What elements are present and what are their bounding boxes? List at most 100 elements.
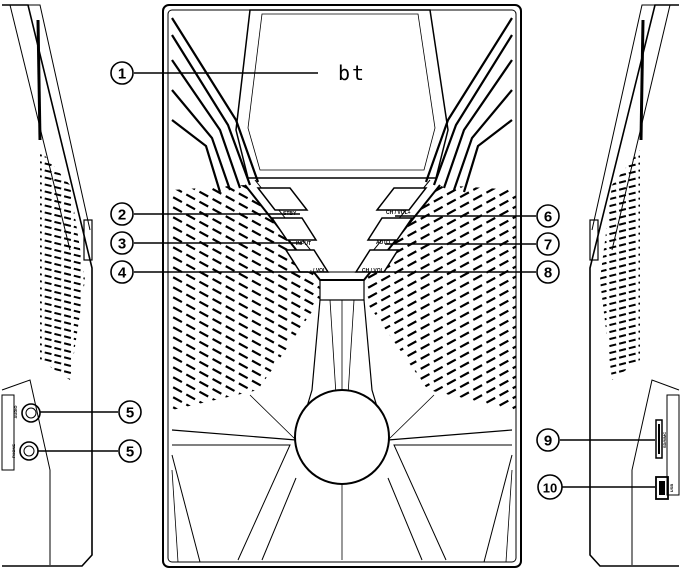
callout-3-number: 3 xyxy=(118,236,126,253)
side-grille-slot xyxy=(40,223,85,240)
grille-slot xyxy=(172,185,320,235)
side-grille-slot xyxy=(40,335,85,352)
side-grille-slot xyxy=(40,174,85,191)
side-grille-slot xyxy=(600,195,640,212)
side-grille-slot xyxy=(35,392,95,407)
grille-slot xyxy=(172,329,320,410)
side-grille-slot xyxy=(40,167,85,184)
grille-slot xyxy=(172,389,320,410)
side-grille-slot xyxy=(600,342,640,359)
side-grille-slot xyxy=(600,279,640,296)
grille-slot xyxy=(172,259,320,355)
grille-slot xyxy=(365,270,516,366)
callout-5-audio: 5 xyxy=(118,400,142,424)
sd-card-slot[interactable] xyxy=(655,419,663,459)
side-grille-slot xyxy=(600,321,640,338)
right-side-panel xyxy=(589,4,680,567)
callout-2: 2 xyxy=(110,202,134,226)
callout-7: 7 xyxy=(536,232,560,256)
callout-8: 8 xyxy=(536,260,560,284)
ch-vol-minus-button[interactable] xyxy=(354,249,400,273)
side-grille-slot xyxy=(600,377,640,380)
grille-slot xyxy=(365,320,516,410)
side-grille-slot xyxy=(40,314,85,331)
callout-5b-number: 5 xyxy=(126,444,134,461)
input-button-label: INPUT xyxy=(296,241,311,247)
audio-jack-label: AUDIO xyxy=(13,406,18,419)
vol-minus-button[interactable] xyxy=(284,249,330,273)
grille-slot xyxy=(172,229,320,325)
side-grille-slot xyxy=(600,300,640,317)
callout-5a-number: 5 xyxy=(126,405,134,422)
auto-button[interactable] xyxy=(366,217,414,241)
side-grille-slot xyxy=(600,349,640,366)
woofer-circle xyxy=(294,389,390,485)
grille-slot xyxy=(172,339,320,410)
side-grille-slot xyxy=(600,174,640,191)
grille-slot xyxy=(172,185,320,205)
side-grille-slot xyxy=(600,314,640,331)
side-grille-slot xyxy=(40,181,85,198)
sd-slot-label: SD/MMC xyxy=(662,432,667,448)
grille-slot xyxy=(365,210,516,306)
side-grille-slot xyxy=(600,370,640,380)
stby-button[interactable] xyxy=(256,187,309,211)
side-grille-slot xyxy=(600,244,640,261)
side-grille-slot xyxy=(600,153,640,170)
side-grille-slot xyxy=(40,202,85,219)
side-grille-slot xyxy=(590,399,650,414)
side-grille-slot xyxy=(40,377,85,380)
callout-4: 4 xyxy=(110,260,134,284)
grille-slot xyxy=(172,185,320,245)
callout-7-number: 7 xyxy=(544,237,552,254)
side-grille-slot xyxy=(40,258,85,275)
side-grille-slot xyxy=(600,230,640,247)
input-button[interactable] xyxy=(270,217,318,241)
side-grille-slot xyxy=(600,223,640,240)
grille-slot xyxy=(172,369,320,410)
side-grille-slot xyxy=(600,328,640,345)
grille-slot xyxy=(365,230,516,326)
left-grille xyxy=(172,185,320,410)
side-grille-slot xyxy=(40,272,85,289)
grille-slot xyxy=(172,289,320,385)
side-grille-slot xyxy=(40,195,85,212)
audio-jack[interactable] xyxy=(21,403,41,423)
ch-vol-minus-button-label: CH / VOL- xyxy=(362,268,386,274)
side-grille-slot xyxy=(600,363,640,380)
left-side-panel xyxy=(1,4,95,567)
grille-slot xyxy=(172,309,320,405)
grille-slot xyxy=(365,340,516,410)
side-grille-slot xyxy=(40,265,85,282)
grille-slot xyxy=(172,249,320,345)
grille-slot xyxy=(172,379,320,410)
grille-slot xyxy=(365,185,516,206)
side-grille-slot xyxy=(40,363,85,380)
side-grille-slot xyxy=(40,209,85,226)
side-grille-slot xyxy=(40,244,85,261)
auto-button-label: AUTO xyxy=(376,240,390,246)
callout-10: 10 xyxy=(537,474,563,500)
callout-10-number: 10 xyxy=(543,481,557,496)
side-grille-slot xyxy=(40,293,85,310)
callout-6-number: 6 xyxy=(544,209,552,226)
side-grille-slot xyxy=(40,328,85,345)
grille-slot xyxy=(365,300,516,396)
grille-slot xyxy=(172,185,320,275)
callout-3: 3 xyxy=(110,231,134,255)
usb-port[interactable] xyxy=(655,476,669,500)
side-grille-slot xyxy=(40,286,85,303)
side-grille-slot xyxy=(40,237,85,254)
side-grille-slot xyxy=(600,335,640,352)
side-grille-slot xyxy=(600,272,640,289)
side-grille-slot xyxy=(600,251,640,268)
ch-vol-plus-button[interactable] xyxy=(375,187,428,211)
side-grille-slot xyxy=(600,160,640,177)
phone-jack-label: PHONE xyxy=(11,444,16,459)
side-grille-slot xyxy=(600,286,640,303)
phone-jack[interactable] xyxy=(19,441,39,461)
usb-port-label: USB xyxy=(669,484,674,493)
callout-9-number: 9 xyxy=(544,433,552,450)
